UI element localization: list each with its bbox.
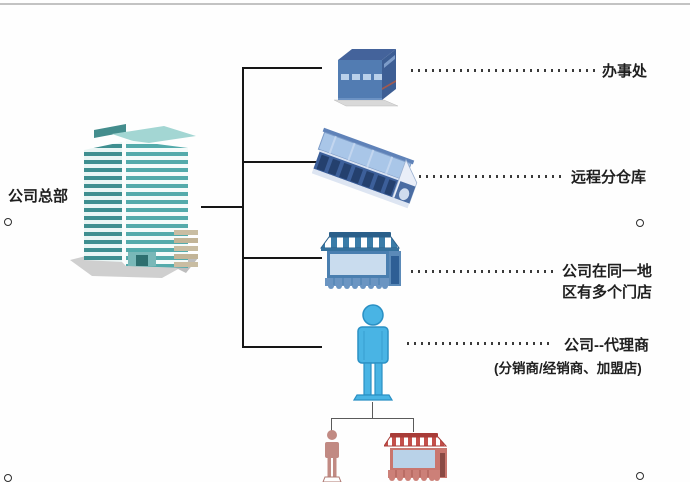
connector-branch-1 bbox=[242, 67, 322, 69]
red-storefront-icon bbox=[384, 433, 448, 481]
small-person-icon bbox=[322, 430, 342, 482]
office-building-icon bbox=[334, 49, 399, 107]
stores-label-line1: 公司在同一地 bbox=[562, 263, 653, 280]
connector-branch-4 bbox=[242, 346, 322, 348]
subconnector-agent-down bbox=[372, 402, 373, 418]
stores-label-line2: 区有多个门店 bbox=[562, 284, 653, 301]
leader-dots-warehouse bbox=[419, 175, 565, 178]
warehouse-icon bbox=[312, 127, 418, 209]
leader-dots-agent bbox=[407, 342, 551, 345]
connector-branch-3 bbox=[242, 257, 322, 259]
handle-bottom-left[interactable] bbox=[4, 474, 12, 482]
agent-label: 公司--代理商 bbox=[564, 337, 649, 354]
agent-sublabel: (分销商/经销商、加盟店) bbox=[494, 361, 642, 376]
store-base-dividers bbox=[333, 278, 380, 285]
warehouse-label: 远程分仓库 bbox=[571, 169, 647, 186]
subconnector-right-drop bbox=[413, 418, 414, 432]
hq-building-icon bbox=[70, 124, 198, 278]
agent-person-icon bbox=[353, 304, 393, 401]
warehouse-bays bbox=[316, 154, 396, 196]
red-store-scallops bbox=[389, 475, 440, 481]
red-store-base-dividers bbox=[395, 470, 429, 477]
handle-right-mid[interactable] bbox=[636, 219, 644, 227]
subconnector-left-drop bbox=[331, 418, 332, 432]
office-label: 办事处 bbox=[602, 63, 648, 80]
handle-left-mid[interactable] bbox=[4, 218, 12, 226]
hq-annex bbox=[174, 230, 198, 267]
leader-dots-office bbox=[411, 69, 596, 72]
image-top-border bbox=[0, 3, 690, 5]
subconnector-horizontal bbox=[331, 418, 414, 419]
stores-label: 公司在同一地 区有多个门店 bbox=[562, 261, 652, 303]
connector-hq-stub bbox=[201, 206, 242, 208]
leader-dots-stores bbox=[411, 270, 554, 273]
hq-label: 公司总部 bbox=[8, 188, 69, 205]
connector-branch-2 bbox=[242, 161, 322, 163]
office-windows bbox=[341, 74, 382, 80]
connector-trunk bbox=[242, 67, 244, 348]
handle-bottom-right[interactable] bbox=[636, 472, 644, 480]
storefront-icon bbox=[320, 232, 401, 289]
